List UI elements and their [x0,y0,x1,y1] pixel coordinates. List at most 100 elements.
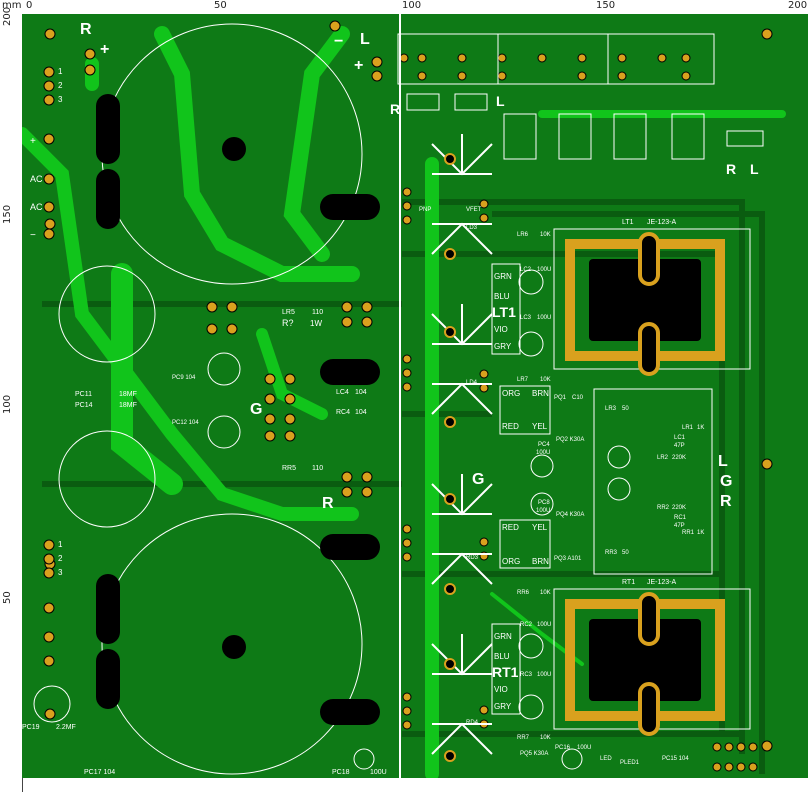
label-rr1-val: 1K [697,530,704,536]
lt1-mid-connector [499,385,551,435]
label-l-conn: L [496,93,505,109]
transformer-lt1 [553,228,751,376]
label-vio: VIO [494,325,508,334]
ruler-x-tick: 150 [596,0,616,11]
label-rt1: RT1 [622,579,635,586]
label-lr3: LR3 [605,406,617,412]
label-lr6-val: 10K [540,232,551,238]
ruler-y-tick: 100 [2,394,13,414]
label-brn: BRN [532,557,549,566]
diode-pads [444,153,456,762]
label-pq3: PQ3 A101 [554,556,582,562]
label-rc1: RC1 [674,515,687,521]
label-gry: GRY [494,342,512,351]
label-blu: BLU [494,652,510,661]
label-l-side: L [718,453,728,470]
amp-block-outline [593,388,713,575]
label-rt1-big: RT1 [492,664,519,680]
label-ac: AC [30,202,43,212]
connector-outline [397,33,715,85]
label-pc17: PC17 104 [84,769,115,776]
label-rr2-val: 220K [672,505,686,511]
ruler-y-tick: 200 [2,6,13,26]
label-pc8-val: 100U [536,508,550,514]
label-rr5-val: 110 [312,465,323,472]
label-lc4-val: 104 [355,389,367,396]
label-rr1: RR1 [682,530,695,536]
label-lt1-model: JE-123-A [647,219,677,226]
label-pin-1: 1 [58,67,63,76]
label-pc19-val: 2.2MF [56,724,76,731]
label-grn: GRN [494,632,512,641]
small-caps [33,269,631,770]
ruler-left: 200 150 100 50 [0,7,23,792]
label-rr3-val: 50 [622,550,629,556]
lt1-connector [491,263,521,355]
label-pq5: PQ5 K30A [520,751,548,757]
label-pc19: PC19 [22,724,40,731]
label-lt1: LT1 [622,219,634,226]
label-lr1-val: 1K [697,425,704,431]
label-g-right: G [472,471,484,488]
ruler-x-tick: 0 [26,0,33,11]
label-lr7: LR7 [517,377,529,383]
label-pc4-val: 100U [536,450,550,456]
pads [43,20,773,772]
label-vio: VIO [494,685,508,694]
label-minus: − [334,33,343,50]
ruler-y-tick: 150 [2,204,13,224]
label-r5-w: 1W [310,319,322,328]
ruler-y-tick: 50 [2,591,13,604]
label-rc4-val: 104 [355,409,367,416]
label-lc3-val: 100U [537,315,551,321]
label-lr7-val: 10K [540,377,551,383]
label-pq1: PQ1 [554,395,567,401]
label-pc8: PC8 [538,500,550,506]
label-g-mid: G [250,401,262,418]
label-rt1-model: JE-123-A [647,579,677,586]
label-l-top: L [360,31,370,48]
label-r-top: R [80,21,92,38]
label-lr3-val: 50 [622,406,629,412]
label-lc2-val: 100U [537,267,551,273]
label-rr7: RR7 [517,735,530,741]
capacitor-outline [58,265,156,363]
label-org: ORG [502,389,520,398]
label-pq4: PQ4 K30A [556,512,584,518]
label-l-right: L [750,161,759,177]
label-pc11-val: 18MF [119,391,137,398]
capacitor-outline [58,430,156,528]
label-vfet: VFET [466,207,482,213]
label-lr6: LR6 [517,232,529,238]
label-rd3: RD3 [466,555,479,561]
label-grn: GRN [494,272,512,281]
label-lc1-val: 47P [674,443,685,449]
label-blu: BLU [494,292,510,301]
label-plus: + [354,57,363,74]
label-rc3: RC3 [520,672,533,678]
opto-row [406,93,764,160]
label-pin-3: 3 [58,95,63,104]
label-ld4: LD4 [466,380,478,386]
label-pnp: PNP [419,207,431,213]
label-pc14: PC14 [75,402,93,409]
diode-stacks [431,134,493,755]
label-gry: GRY [494,702,512,711]
label-lr2: LR2 [657,455,669,461]
mounting-slots [96,94,380,725]
label-rr6: RR6 [517,590,530,596]
label-rd4: RD4 [466,720,479,726]
label-r-conn: R [390,101,400,117]
label-pc4: PC4 [538,442,550,448]
label-ac: AC [30,174,43,184]
label-pc9: PC9 104 [172,375,196,381]
label-lc1: LC1 [674,435,686,441]
label-pc11: PC11 [75,391,92,398]
label-plus: + [30,136,36,147]
label-rr3: RR3 [605,550,618,556]
ruler-x-tick: 200 [788,0,808,11]
label-r5: R? [282,318,294,328]
label-pq2: PQ2 K30A [556,437,584,443]
label-lr5-val: 110 [312,309,323,316]
label-rr5: RR5 [282,465,296,472]
